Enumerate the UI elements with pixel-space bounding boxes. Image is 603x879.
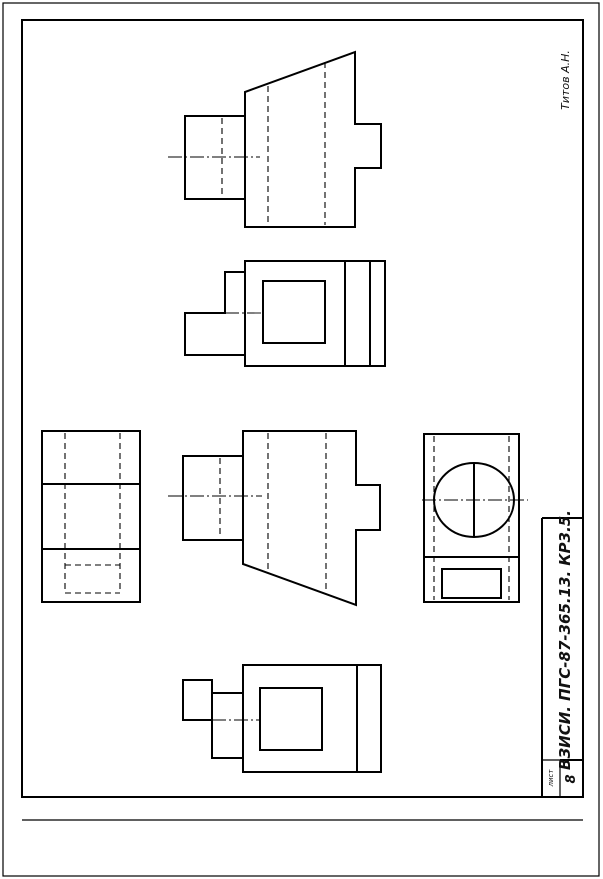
author-text: Титов А.Н. (559, 50, 572, 110)
view-top-stepped (184, 260, 386, 367)
view-bottom-stepped (182, 664, 382, 773)
view-top-large-profile (168, 50, 382, 228)
drawing-frame (21, 19, 584, 798)
view-left-elevation (41, 430, 141, 603)
sheet-label-text: лист (547, 769, 555, 788)
view-middle-large-profile (168, 430, 381, 607)
title-block (541, 517, 583, 797)
view-right-circle (422, 433, 528, 603)
designation-text: ВЗИСИ. ПГС-87-365.13. КР3.5. (556, 510, 574, 770)
sheet-number-text: 8 (564, 774, 579, 783)
